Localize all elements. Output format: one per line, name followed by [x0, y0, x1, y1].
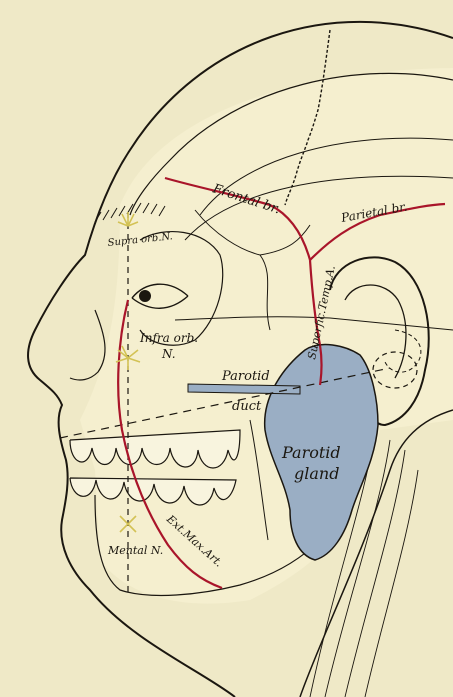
label-parotid-duct-line2: duct — [232, 399, 262, 414]
label-parotid-gland-line2: gland — [294, 464, 339, 483]
parotid-duct — [188, 384, 300, 394]
skull-region — [80, 68, 453, 604]
label-mental-nerve: Mental N. — [107, 544, 163, 557]
label-infraorbital-n: N. — [161, 347, 176, 361]
pupil — [139, 290, 151, 302]
label-infraorbital: Infra orb. — [139, 331, 198, 345]
label-parotid-duct-line1: Parotid — [221, 369, 270, 384]
label-parotid-gland-line1: Parotid — [281, 443, 341, 462]
nose-line — [70, 310, 105, 380]
